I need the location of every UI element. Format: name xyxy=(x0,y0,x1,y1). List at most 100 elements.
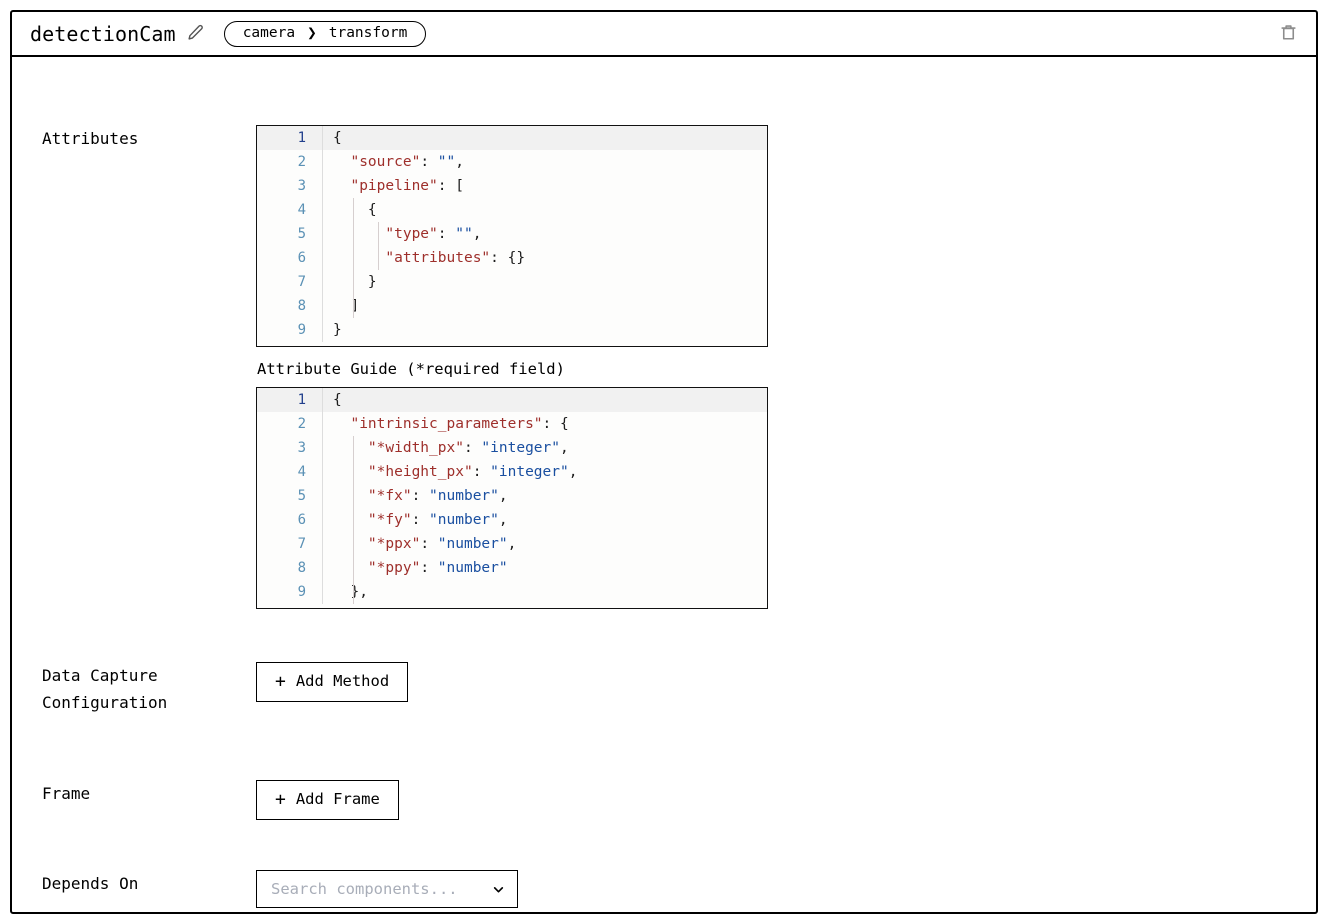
token-punc: , xyxy=(455,154,464,170)
attributes-json-editor[interactable]: 1{2 "source": "",3 "pipeline": [4 {5 "ty… xyxy=(256,125,768,347)
token-punc xyxy=(333,560,368,576)
token-punc: : xyxy=(420,536,438,552)
breadcrumb[interactable]: camera ❯ transform xyxy=(223,20,427,47)
data-capture-content: + Add Method xyxy=(256,662,1306,702)
label-frame: Frame xyxy=(42,784,91,803)
attribute-guide-label: Attribute Guide (*required field) xyxy=(257,360,565,378)
line-number: 1 xyxy=(257,126,323,150)
token-key: "*ppy" xyxy=(367,560,421,576)
row-data-capture: Data Capture Configuration + Add Method xyxy=(22,662,1306,716)
code-text: "source": "", xyxy=(323,150,767,174)
token-str: "" xyxy=(437,154,456,170)
line-number: 2 xyxy=(257,412,323,436)
code-line[interactable]: 1{ xyxy=(257,388,767,412)
attributes-editor-lines[interactable]: 1{2 "source": "",3 "pipeline": [4 {5 "ty… xyxy=(257,126,767,342)
delete-component-button[interactable] xyxy=(1274,20,1302,48)
token-key: "*fy" xyxy=(367,512,412,528)
code-line[interactable]: 8 ] xyxy=(257,294,767,318)
depends-on-placeholder: Search components... xyxy=(271,880,458,898)
line-number: 6 xyxy=(257,246,323,270)
card-header: detectionCam camera ❯ transform xyxy=(12,12,1316,57)
code-line[interactable]: 3 "pipeline": [ xyxy=(257,174,767,198)
code-line[interactable]: 9} xyxy=(257,318,767,342)
depends-on-select[interactable]: Search components... xyxy=(256,870,518,908)
code-text: "*ppx": "number", xyxy=(323,532,767,556)
token-punc: : {} xyxy=(490,250,526,266)
token-punc xyxy=(333,488,368,504)
line-number: 8 xyxy=(257,556,323,580)
code-line[interactable]: 1{ xyxy=(257,126,767,150)
code-line[interactable]: 8 "*ppy": "number" xyxy=(257,556,767,580)
token-punc: , xyxy=(507,536,517,552)
code-text: "intrinsic_parameters": { xyxy=(323,412,767,436)
token-str: "number" xyxy=(437,536,508,552)
token-punc: , xyxy=(472,226,482,242)
code-line[interactable]: 2 "intrinsic_parameters": { xyxy=(257,412,767,436)
token-punc: { xyxy=(333,392,342,408)
row-frame: Frame + Add Frame xyxy=(22,780,1306,820)
token-punc: : xyxy=(472,464,491,480)
token-punc: } xyxy=(333,274,377,290)
line-number: 9 xyxy=(257,318,323,342)
indent-guide xyxy=(353,198,354,318)
label-data-capture-configuration: Data Capture Configuration xyxy=(42,666,168,712)
token-key: "type" xyxy=(385,226,438,242)
code-line[interactable]: 6 "*fy": "number", xyxy=(257,508,767,532)
code-line[interactable]: 3 "*width_px": "integer", xyxy=(257,436,767,460)
row-depends-on: Depends On Search components... xyxy=(22,870,1306,908)
token-key: "source" xyxy=(350,154,421,170)
token-punc: : { xyxy=(542,416,569,432)
guide-editor-lines[interactable]: 1{2 "intrinsic_parameters": {3 "*width_p… xyxy=(257,388,767,604)
token-str: "number" xyxy=(437,560,508,576)
label-attributes: Attributes xyxy=(42,129,139,148)
code-line[interactable]: 4 "*height_px": "integer", xyxy=(257,460,767,484)
breadcrumb-item-transform[interactable]: transform xyxy=(328,25,408,42)
token-punc: : xyxy=(437,226,456,242)
token-punc xyxy=(333,512,368,528)
token-key: "*height_px" xyxy=(367,464,473,480)
line-number: 5 xyxy=(257,222,323,246)
token-punc xyxy=(333,178,350,194)
chevron-down-icon xyxy=(491,882,505,896)
rename-button[interactable] xyxy=(186,24,206,44)
token-str: "number" xyxy=(429,512,499,528)
token-punc xyxy=(333,154,350,170)
code-text: { xyxy=(323,126,767,150)
code-text: "*fy": "number", xyxy=(323,508,767,532)
token-punc: : [ xyxy=(437,178,464,194)
token-punc xyxy=(333,464,368,480)
token-key: "*ppx" xyxy=(367,536,421,552)
code-line[interactable]: 4 { xyxy=(257,198,767,222)
code-line[interactable]: 5 "*fx": "number", xyxy=(257,484,767,508)
attribute-guide-editor[interactable]: 1{2 "intrinsic_parameters": {3 "*width_p… xyxy=(256,387,768,609)
attributes-content: 1{2 "source": "",3 "pipeline": [4 {5 "ty… xyxy=(256,125,1306,609)
code-line[interactable]: 7 } xyxy=(257,270,767,294)
add-method-button[interactable]: + Add Method xyxy=(256,662,409,702)
frame-content: + Add Frame xyxy=(256,780,1306,820)
code-line[interactable]: 9 }, xyxy=(257,580,767,604)
line-number: 9 xyxy=(257,580,323,604)
code-text: "attributes": {} xyxy=(323,246,767,270)
trash-icon xyxy=(1279,22,1298,45)
code-line[interactable]: 2 "source": "", xyxy=(257,150,767,174)
token-punc: , xyxy=(498,512,508,528)
add-frame-button[interactable]: + Add Frame xyxy=(256,780,399,820)
add-frame-label: Add Frame xyxy=(295,790,380,809)
token-punc: : xyxy=(411,488,430,504)
code-text: "*fx": "number", xyxy=(323,484,767,508)
code-text: ] xyxy=(323,294,767,318)
add-method-label: Add Method xyxy=(295,672,390,691)
token-punc: : xyxy=(463,440,482,456)
token-key: "intrinsic_parameters" xyxy=(350,416,543,432)
breadcrumb-item-camera[interactable]: camera xyxy=(242,25,296,42)
line-number: 7 xyxy=(257,270,323,294)
code-text: "type": "", xyxy=(323,222,767,246)
code-text: { xyxy=(323,388,767,412)
code-line[interactable]: 5 "type": "", xyxy=(257,222,767,246)
depends-on-content: Search components... xyxy=(256,870,1306,908)
token-punc xyxy=(333,440,368,456)
line-number: 3 xyxy=(257,436,323,460)
code-line[interactable]: 6 "attributes": {} xyxy=(257,246,767,270)
code-line[interactable]: 7 "*ppx": "number", xyxy=(257,532,767,556)
